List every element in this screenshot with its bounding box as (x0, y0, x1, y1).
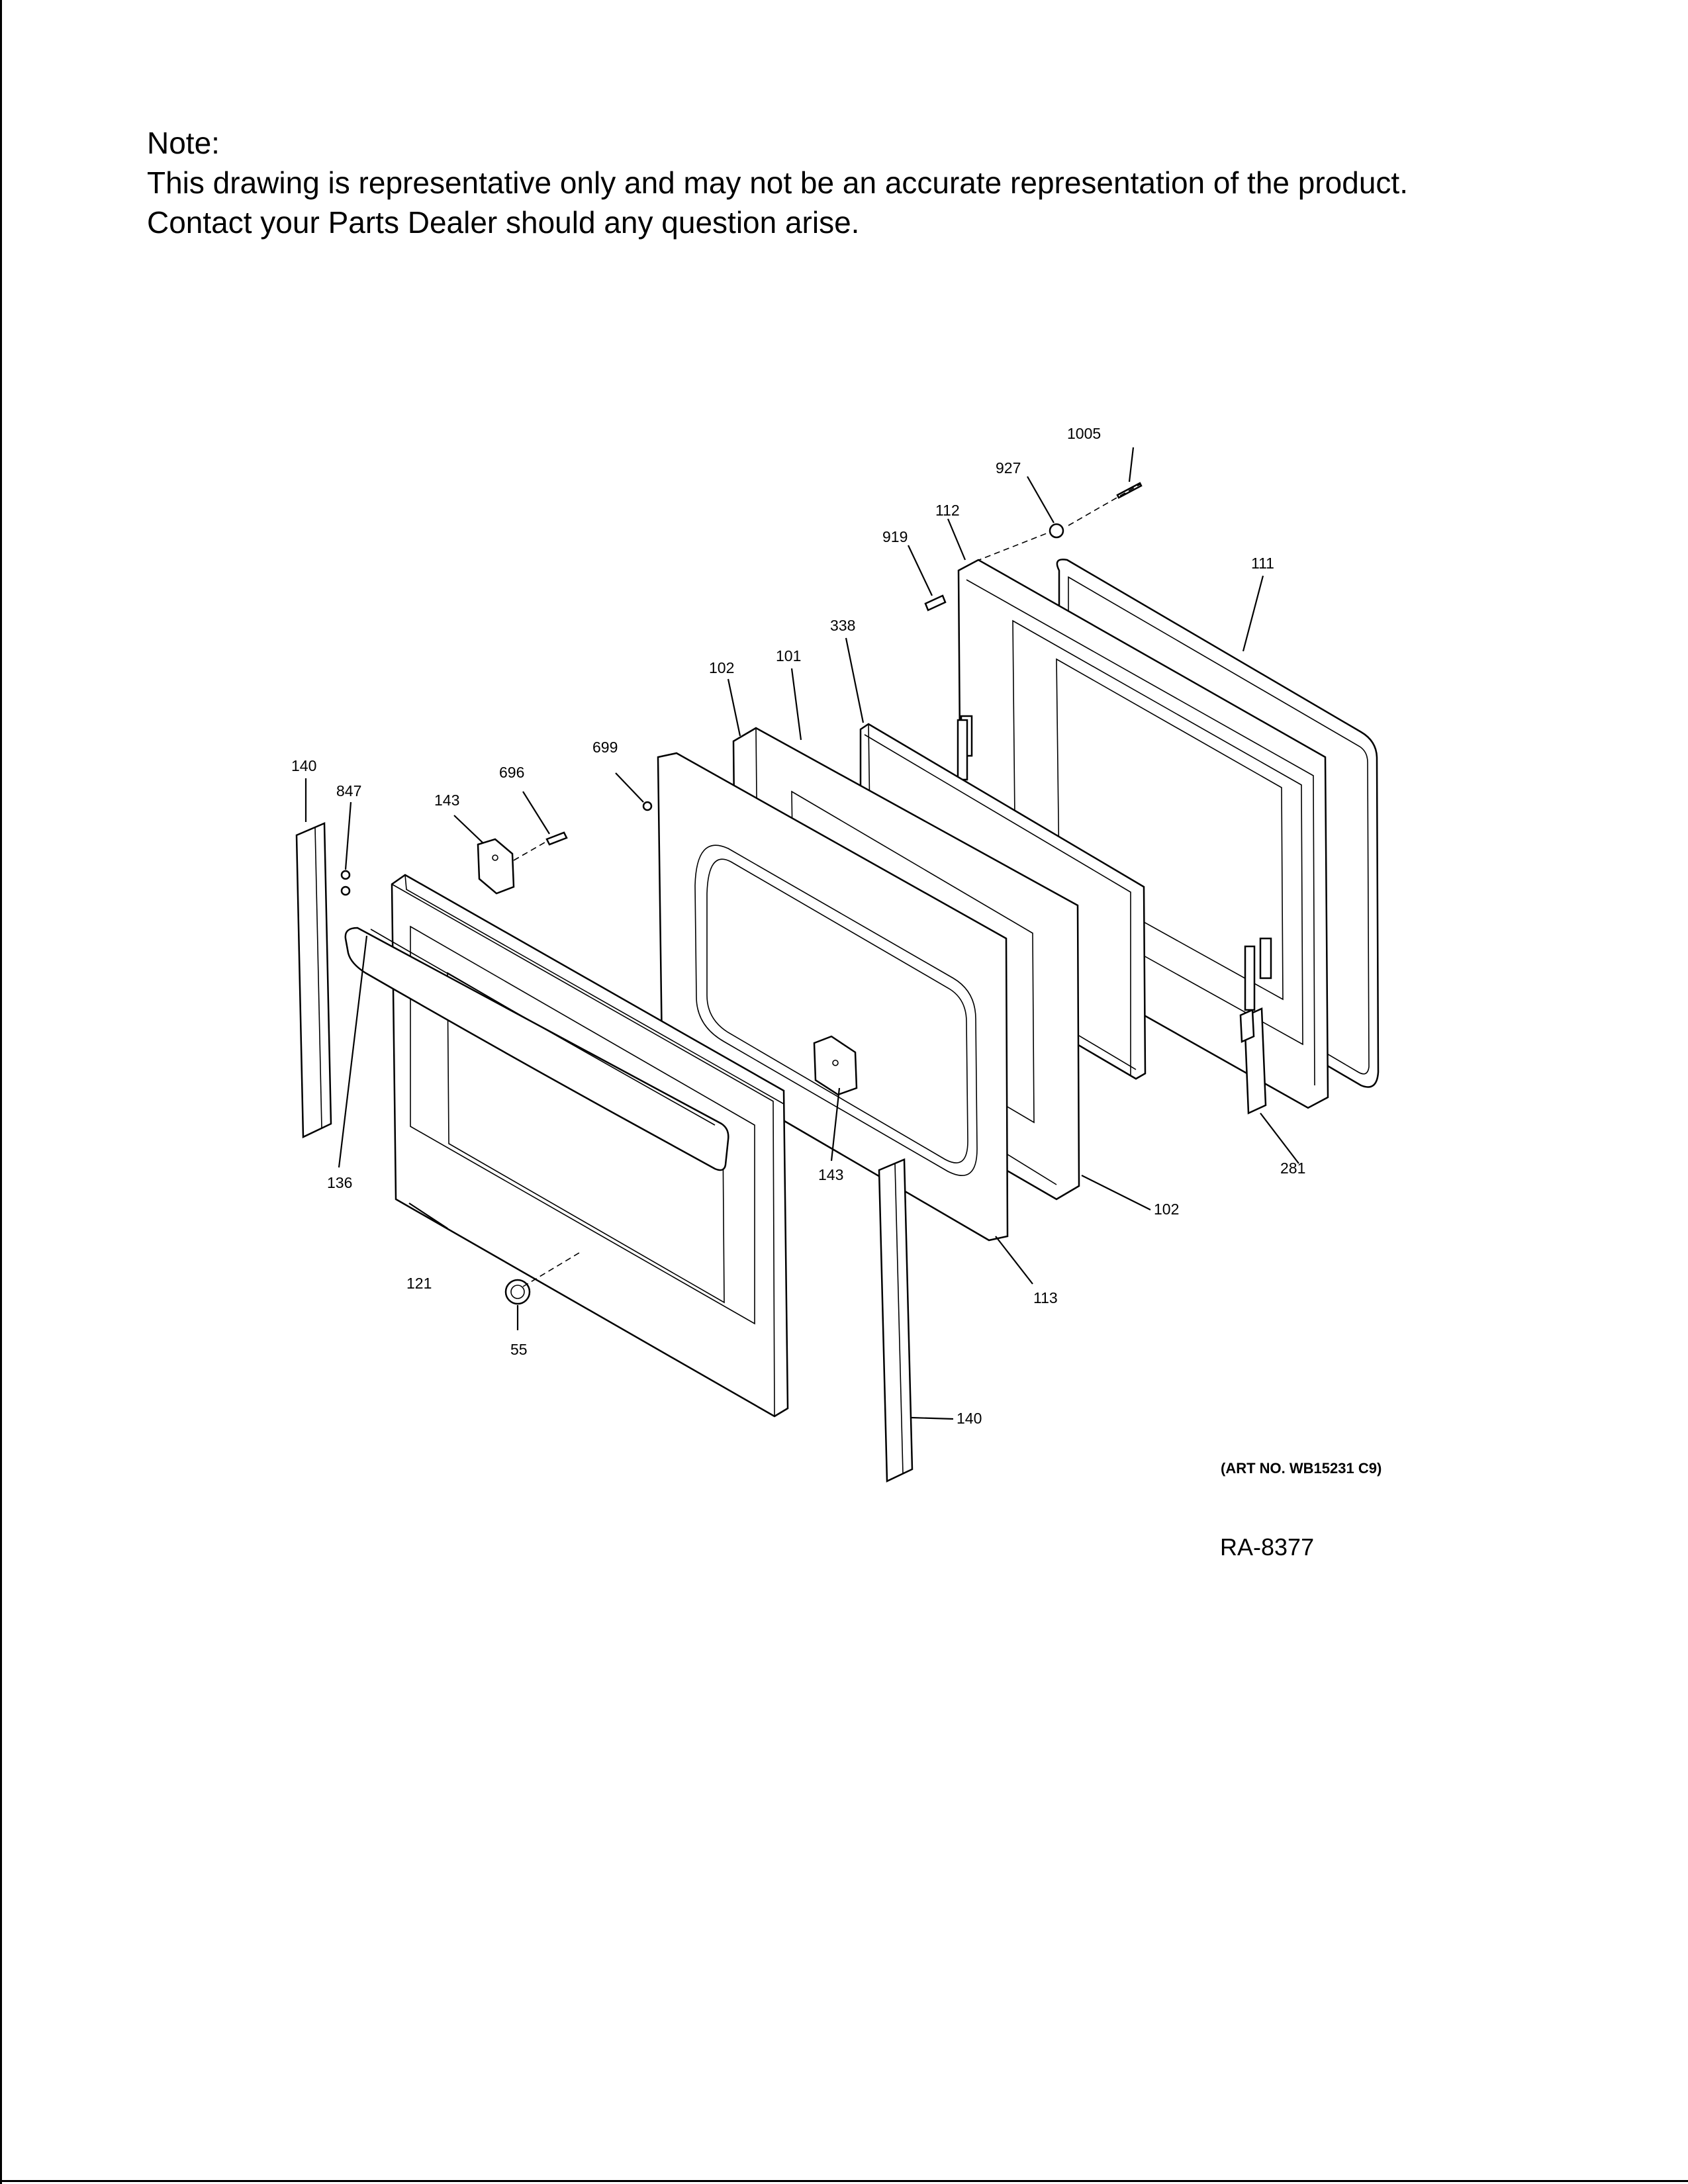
callout-1005: 1005 (1067, 425, 1101, 442)
page-border-bottom (0, 2180, 1688, 2182)
callout-140-bottom: 140 (957, 1410, 982, 1427)
callout-143-mid: 143 (818, 1166, 843, 1183)
part-143-bracket-mid (813, 1035, 858, 1096)
callout-111: 111 (1251, 555, 1274, 572)
callout-113: 113 (1033, 1289, 1058, 1306)
callout-101: 101 (776, 647, 801, 664)
art-number: (ART NO. WB15231 C9) (1221, 1460, 1382, 1477)
note-block: Note: This drawing is representative onl… (147, 123, 1408, 242)
callout-112: 112 (935, 502, 960, 519)
callout-699: 699 (592, 739, 618, 756)
callout-143-left: 143 (434, 792, 459, 809)
callout-338: 338 (830, 617, 855, 634)
note-line-1: This drawing is representative only and … (147, 165, 1408, 200)
callout-281: 281 (1280, 1160, 1305, 1177)
callout-labels: 1005 927 112 919 111 338 101 102 699 696… (291, 425, 1305, 1427)
callout-102-right: 102 (1154, 1201, 1179, 1218)
callout-919: 919 (882, 528, 908, 545)
part-140-left-trim (295, 822, 332, 1138)
part-55-plug (504, 1279, 531, 1305)
callout-927: 927 (996, 459, 1021, 477)
part-281-hinge (957, 719, 1267, 1115)
callout-696: 696 (499, 764, 524, 781)
part-140-bottom-trim (878, 1158, 914, 1482)
callout-102-top: 102 (709, 659, 734, 676)
ra-code: RA-8377 (1220, 1533, 1315, 1561)
small-hardware (340, 482, 1143, 896)
page-border-left (0, 0, 2, 2184)
callout-121: 121 (406, 1275, 432, 1292)
note-heading: Note: (147, 126, 220, 160)
note-line-2: Contact your Parts Dealer should any que… (147, 205, 860, 240)
assembly-lines (513, 484, 1141, 1287)
callout-140-left: 140 (291, 757, 316, 774)
callout-55: 55 (510, 1341, 528, 1358)
callout-847: 847 (336, 782, 361, 799)
leader-lines (305, 447, 1299, 1420)
part-143-bracket-left (477, 838, 515, 895)
part-136-handle (344, 927, 729, 1171)
callout-136: 136 (327, 1174, 352, 1191)
